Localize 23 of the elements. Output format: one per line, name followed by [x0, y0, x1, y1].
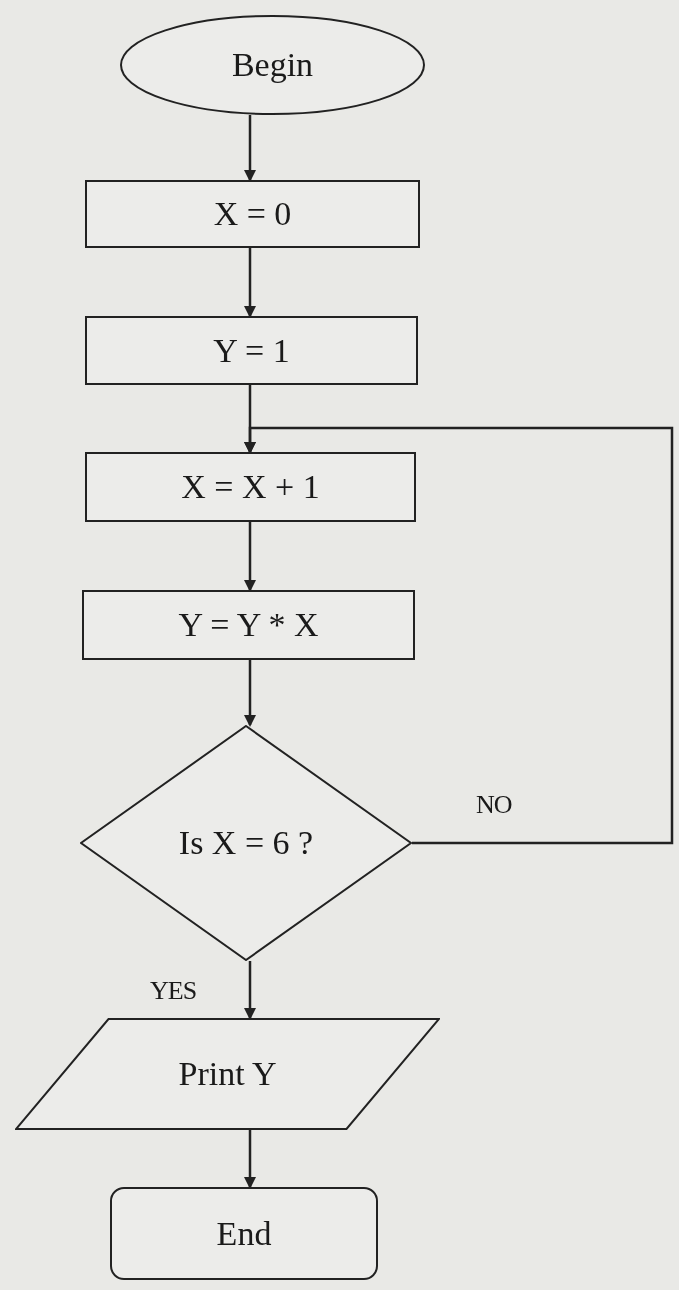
node-label: End — [216, 1213, 272, 1254]
terminal-ellipse — [120, 15, 425, 115]
process-box — [82, 590, 415, 660]
arrow — [244, 248, 256, 318]
node-label: Is X = 6 ? — [178, 823, 314, 864]
arrow — [244, 660, 256, 727]
decision-diamond — [80, 725, 412, 961]
node-label: X = 0 — [213, 194, 292, 235]
node-label: Y = 1 — [213, 330, 290, 371]
process-box — [85, 180, 420, 248]
terminal-box — [110, 1187, 378, 1280]
arrow — [244, 1130, 256, 1189]
node-label: Print Y — [178, 1054, 277, 1095]
process-box — [85, 316, 418, 385]
process-box — [85, 452, 416, 522]
node-label: X = X + 1 — [181, 467, 320, 508]
arrow — [244, 522, 256, 592]
input-output-parallelogram — [15, 1018, 440, 1130]
arrow — [244, 426, 674, 845]
arrow — [244, 961, 256, 1020]
node-label: Begin — [231, 45, 314, 86]
node-label: Y = Y * X — [178, 605, 319, 646]
arrow — [244, 115, 256, 182]
